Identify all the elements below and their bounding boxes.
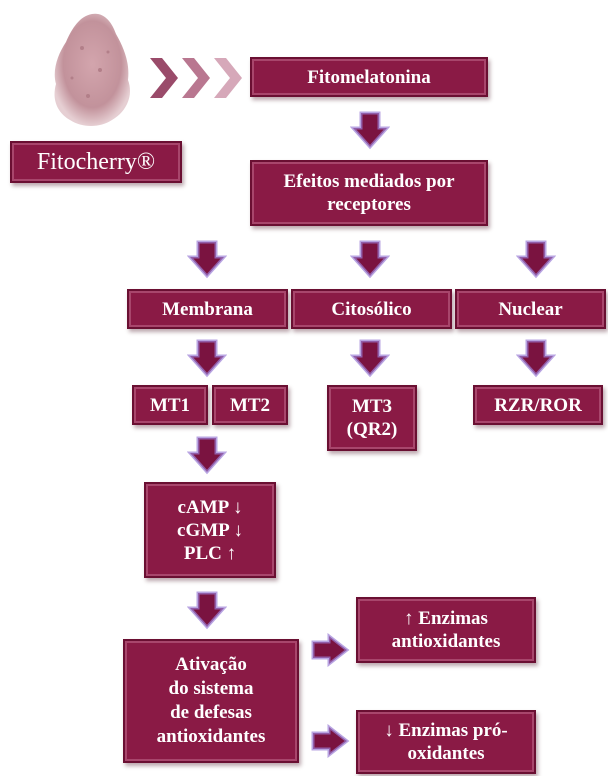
- arrow-down-icon: [187, 436, 227, 475]
- arrow-down-icon: [187, 339, 227, 378]
- node-enzimas-antioxidantes: ↑ Enzimas antioxidantes: [356, 597, 536, 663]
- node-fitomelatonina-line-1: Fitomelatonina: [307, 66, 431, 88]
- node-enz-anti-line-2: antioxidantes: [391, 631, 501, 652]
- node-rzr-label: RZR/ROR: [494, 394, 582, 416]
- arrow-down-icon: [187, 240, 227, 279]
- node-ativacao-defesas: Ativação do sistema de defesas antioxida…: [123, 639, 299, 763]
- node-enzimas-pro-oxidantes: ↓ Enzimas pró- oxidantes: [356, 710, 536, 774]
- arrow-down-icon: [350, 339, 390, 378]
- node-nuclear: Nuclear: [455, 289, 606, 329]
- arrow-down-icon: [187, 591, 227, 630]
- node-mt2-label: MT2: [229, 394, 271, 416]
- arrow-down-icon: [516, 240, 556, 279]
- product-label-text: Fitocherry®: [36, 148, 156, 175]
- node-ativacao-line-4: antioxidantes: [156, 726, 266, 747]
- node-efeitos-line-2: receptores: [327, 194, 411, 215]
- node-mt3-line-1: MT3: [351, 396, 393, 417]
- node-mt2: MT2: [212, 385, 288, 425]
- node-ativacao-line-2: do sistema: [168, 678, 254, 699]
- node-mt3: MT3 (QR2): [327, 385, 417, 451]
- node-enz-pro-line-2: oxidantes: [407, 743, 485, 764]
- arrow-down-icon: [350, 240, 390, 279]
- node-second-messengers: cAMP ↓ cGMP ↓ PLC ↑: [144, 482, 276, 578]
- product-label: Fitocherry®: [10, 141, 182, 183]
- node-membrana-label: Membrana: [162, 298, 253, 320]
- arrow-right-icon: [311, 633, 350, 667]
- node-enz-anti-line-1: ↑ Enzimas: [404, 608, 488, 629]
- node-mt1-label: MT1: [149, 394, 191, 416]
- node-ativacao-line-1: Ativação: [175, 654, 247, 675]
- node-ativacao-line-3: de defesas: [170, 702, 252, 723]
- cherry-powder-image: [54, 13, 131, 126]
- node-cgmp: cGMP ↓: [177, 519, 243, 541]
- node-plc: PLC ↑: [183, 542, 237, 564]
- node-mt3-line-2: (QR2): [346, 419, 398, 440]
- node-membrana: Membrana: [127, 289, 288, 329]
- node-citosolico: Citosólico: [291, 289, 452, 329]
- arrow-right-icon: [311, 724, 350, 758]
- node-fitomelatonina: Fitomelatonina: [250, 57, 488, 97]
- node-camp: cAMP ↓: [177, 496, 243, 518]
- node-citosolico-label: Citosólico: [331, 298, 412, 320]
- node-rzr-ror: RZR/ROR: [473, 385, 603, 425]
- chevrons-right-icon: [150, 58, 242, 98]
- node-enz-pro-line-1: ↓ Enzimas pró-: [384, 720, 508, 741]
- arrow-down-icon: [350, 111, 390, 150]
- node-efeitos-receptores: Efeitos mediados por receptores: [250, 160, 488, 226]
- node-nuclear-label: Nuclear: [498, 298, 563, 320]
- arrow-down-icon: [516, 339, 556, 378]
- node-efeitos-line-1: Efeitos mediados por: [283, 171, 455, 192]
- node-mt1: MT1: [132, 385, 208, 425]
